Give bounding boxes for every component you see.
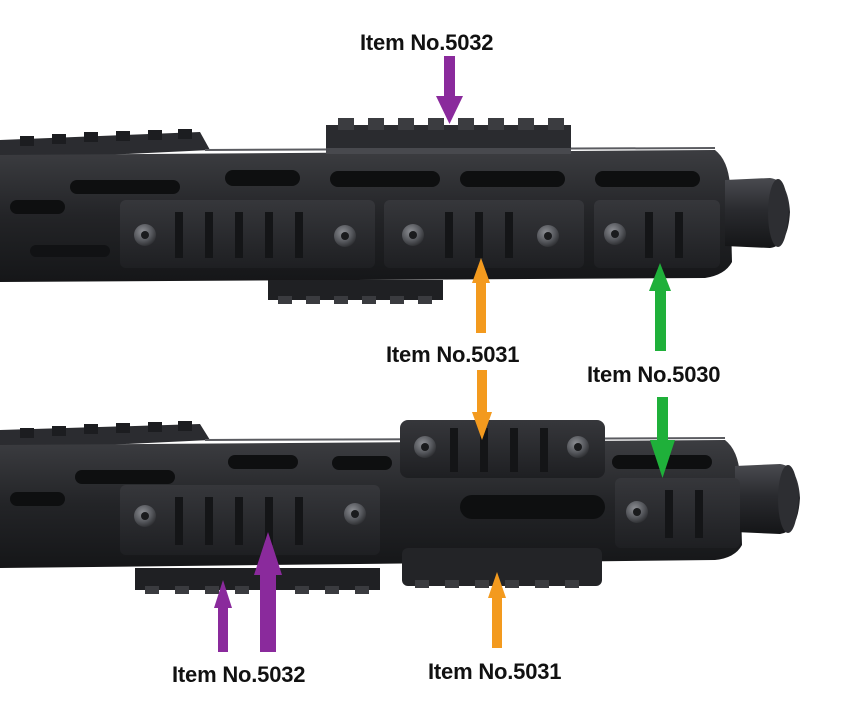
- arrow-up-green: [649, 263, 671, 351]
- bottom-rifle-rail-5031-top: [400, 420, 605, 478]
- arrow-up-purple-large: [254, 532, 282, 652]
- arrow-up-purple-small: [214, 580, 232, 652]
- arrow-down-green: [650, 397, 675, 478]
- label-item-5031-bottom: Item No.5031: [428, 659, 562, 684]
- label-item-5031-middle: Item No.5031: [386, 342, 520, 367]
- arrow-down-orange-middle: [472, 370, 492, 440]
- bottom-rifle-side-rails: [120, 478, 740, 555]
- bottom-rifle-rail-5032-bottom: [135, 568, 380, 594]
- arrow-up-orange-bottom: [488, 572, 506, 648]
- arrow-down-purple-top: [436, 56, 463, 124]
- top-rifle-bottom-rail: [268, 280, 443, 304]
- label-item-5030: Item No.5030: [587, 362, 721, 387]
- arrow-up-orange-top: [472, 258, 490, 333]
- label-item-5032-bottom: Item No.5032: [172, 662, 306, 687]
- bottom-rifle-rail-5031-bottom: [402, 548, 602, 588]
- top-rifle-side-rails: [120, 200, 720, 268]
- label-item-5032-top: Item No.5032: [360, 30, 494, 55]
- top-rifle-rail-5032-top: [326, 118, 571, 154]
